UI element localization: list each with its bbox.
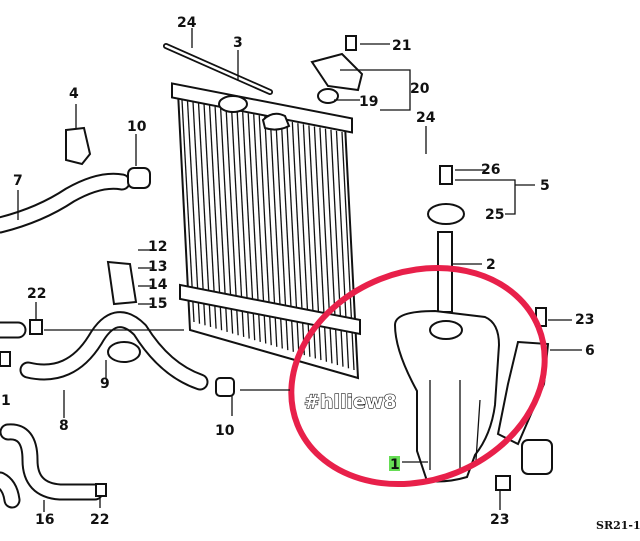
part-label[interactable]: 10 xyxy=(215,423,235,439)
highlighted-part-label[interactable]: 1 xyxy=(390,457,400,473)
highlight-label-bg xyxy=(389,456,400,471)
part-label[interactable]: 23 xyxy=(575,312,594,328)
part-label[interactable]: 25 xyxy=(485,207,504,223)
radiator-fin xyxy=(192,102,206,326)
part-label[interactable]: 16 xyxy=(35,512,54,528)
part-label[interactable]: 8 xyxy=(59,418,69,434)
part-label[interactable]: 2 xyxy=(486,257,496,273)
hoses xyxy=(0,172,209,509)
part-label[interactable]: 1 xyxy=(1,393,11,409)
part-label[interactable]: 7 xyxy=(13,173,23,189)
leader-lines xyxy=(17,28,582,512)
part-label[interactable]: 21 xyxy=(392,38,411,54)
part-label[interactable]: 5 xyxy=(540,178,550,194)
part-label[interactable]: 22 xyxy=(90,512,109,528)
part-label[interactable]: 15 xyxy=(148,296,167,312)
watermark: #hlliew8 xyxy=(304,391,397,413)
part-label[interactable]: 6 xyxy=(585,343,595,359)
part-labels: 24 3 21 20 19 4 10 24 26 5 25 7 2 12 13 … xyxy=(1,15,640,532)
part-label[interactable]: 9 xyxy=(100,376,110,392)
part-label[interactable]: 19 xyxy=(359,94,378,110)
clamps xyxy=(0,35,553,497)
part-label[interactable]: 10 xyxy=(127,119,147,135)
highlight-circle xyxy=(288,264,548,488)
part-label[interactable]: 12 xyxy=(148,239,167,255)
part-label[interactable]: 13 xyxy=(148,259,167,275)
part-label[interactable]: 3 xyxy=(233,35,243,51)
part-label[interactable]: 20 xyxy=(410,81,430,97)
radiator xyxy=(171,82,361,380)
part-label[interactable]: 22 xyxy=(27,286,46,302)
reservoir-tank xyxy=(393,309,501,483)
part-label[interactable]: 4 xyxy=(69,86,79,102)
part-label[interactable]: 23 xyxy=(490,512,509,528)
radiator-fin xyxy=(181,99,195,323)
radiator-fin xyxy=(186,101,201,324)
part-label[interactable]: 24 xyxy=(416,110,436,126)
part-label[interactable]: 24 xyxy=(177,15,197,31)
part-label[interactable]: 26 xyxy=(481,162,500,178)
diagram-code: SR21-1 xyxy=(596,519,640,532)
part-label[interactable]: 14 xyxy=(148,277,168,293)
